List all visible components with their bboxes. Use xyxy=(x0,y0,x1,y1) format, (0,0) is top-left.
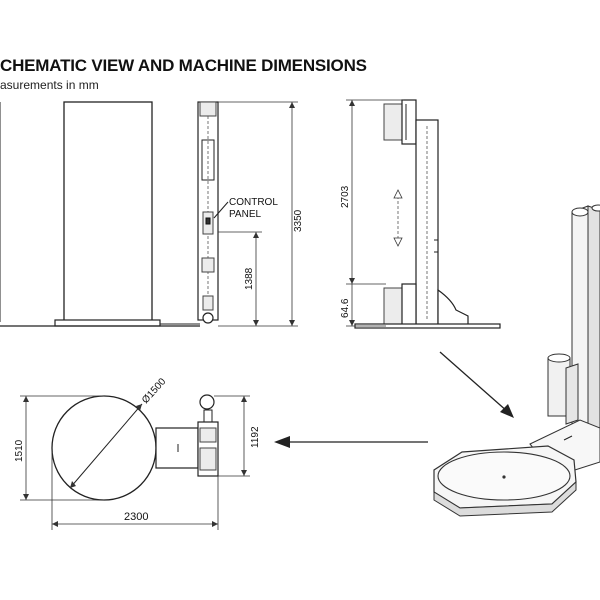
iso-film-roll-top xyxy=(547,353,571,363)
carriage-upper-plate xyxy=(401,99,417,145)
carriage-lower-plate xyxy=(401,283,417,327)
iso-mast-top-2 xyxy=(591,204,600,212)
iso-mast-side xyxy=(587,205,600,453)
iso-mast-top xyxy=(571,207,589,217)
dim-1192-arrow-top xyxy=(241,396,247,402)
travel-arrow-down xyxy=(393,237,403,247)
iso-ramp-mark xyxy=(563,435,573,441)
dim-3350-text: 3350 xyxy=(293,209,304,232)
iso-turntable-edge xyxy=(433,480,577,517)
page-title: CHEMATIC VIEW AND MACHINE DIMENSIONS xyxy=(0,56,367,75)
travel-arrow-up xyxy=(393,189,403,199)
plan-column-box-1 xyxy=(199,427,217,443)
carriage-lower xyxy=(201,257,215,273)
caster-wheel xyxy=(202,312,214,324)
dim-1388-arrow-bottom xyxy=(253,320,259,326)
plan-view: Ø1500 1510 1192 xyxy=(14,376,261,530)
column-window-upper xyxy=(201,139,215,181)
side-view: 2703 64.6 xyxy=(340,99,501,329)
page-subtitle: asurements in mm xyxy=(0,78,99,92)
film-roll-stem xyxy=(203,409,213,423)
dim-2703-arrow-bottom xyxy=(349,278,355,284)
front-view: CONTROL PANEL 1388 3350 xyxy=(0,101,304,327)
dim-1510-arrow-bottom xyxy=(23,494,29,500)
dim-1510-text: 1510 xyxy=(14,439,25,462)
plan-arm xyxy=(155,427,199,469)
base-ramp xyxy=(437,288,469,327)
dim-646-arrow-bottom xyxy=(349,320,355,326)
dim-2703-text: 2703 xyxy=(340,185,351,208)
iso-turntable-center xyxy=(502,475,506,479)
dim-646-text: 64.6 xyxy=(340,298,351,318)
view-arrow-left-head xyxy=(274,436,290,448)
load-outline xyxy=(63,101,153,323)
dim-1510-arrow-top xyxy=(23,396,29,402)
diameter-line xyxy=(69,403,143,489)
control-panel-label-1: CONTROL xyxy=(229,197,278,208)
dim-3350-arrow-bottom xyxy=(289,320,295,326)
turntable-base xyxy=(54,319,161,327)
film-roll-plan xyxy=(199,394,215,410)
view-arrow-diagonal-head xyxy=(500,404,514,418)
isometric-view xyxy=(433,204,600,517)
dim-2300-arrow-left xyxy=(52,521,58,527)
iso-carriage xyxy=(565,363,579,425)
column-base-block xyxy=(202,295,214,311)
dim-2703-arrow-top xyxy=(349,100,355,106)
control-panel-leader xyxy=(213,201,229,219)
control-panel-label-2: PANEL xyxy=(229,209,261,220)
column-top-cap xyxy=(199,101,217,117)
dim-2300-arrow-right xyxy=(212,521,218,527)
dim-1192-arrow-bottom xyxy=(241,470,247,476)
plan-column-box-2 xyxy=(199,447,217,471)
dim-2300-text: 2300 xyxy=(124,511,148,523)
dim-1192-text: 1192 xyxy=(250,426,261,448)
dim-1388-arrow-top xyxy=(253,232,259,238)
diameter-arrow-bottom xyxy=(70,481,76,488)
view-arrow-diagonal xyxy=(439,351,509,413)
dim-1388-text: 1388 xyxy=(244,267,255,290)
diameter-text: Ø1500 xyxy=(140,376,169,406)
dim-3350-arrow-top xyxy=(289,102,295,108)
diameter-arrow-top xyxy=(136,404,142,411)
panel-switch xyxy=(205,217,211,225)
